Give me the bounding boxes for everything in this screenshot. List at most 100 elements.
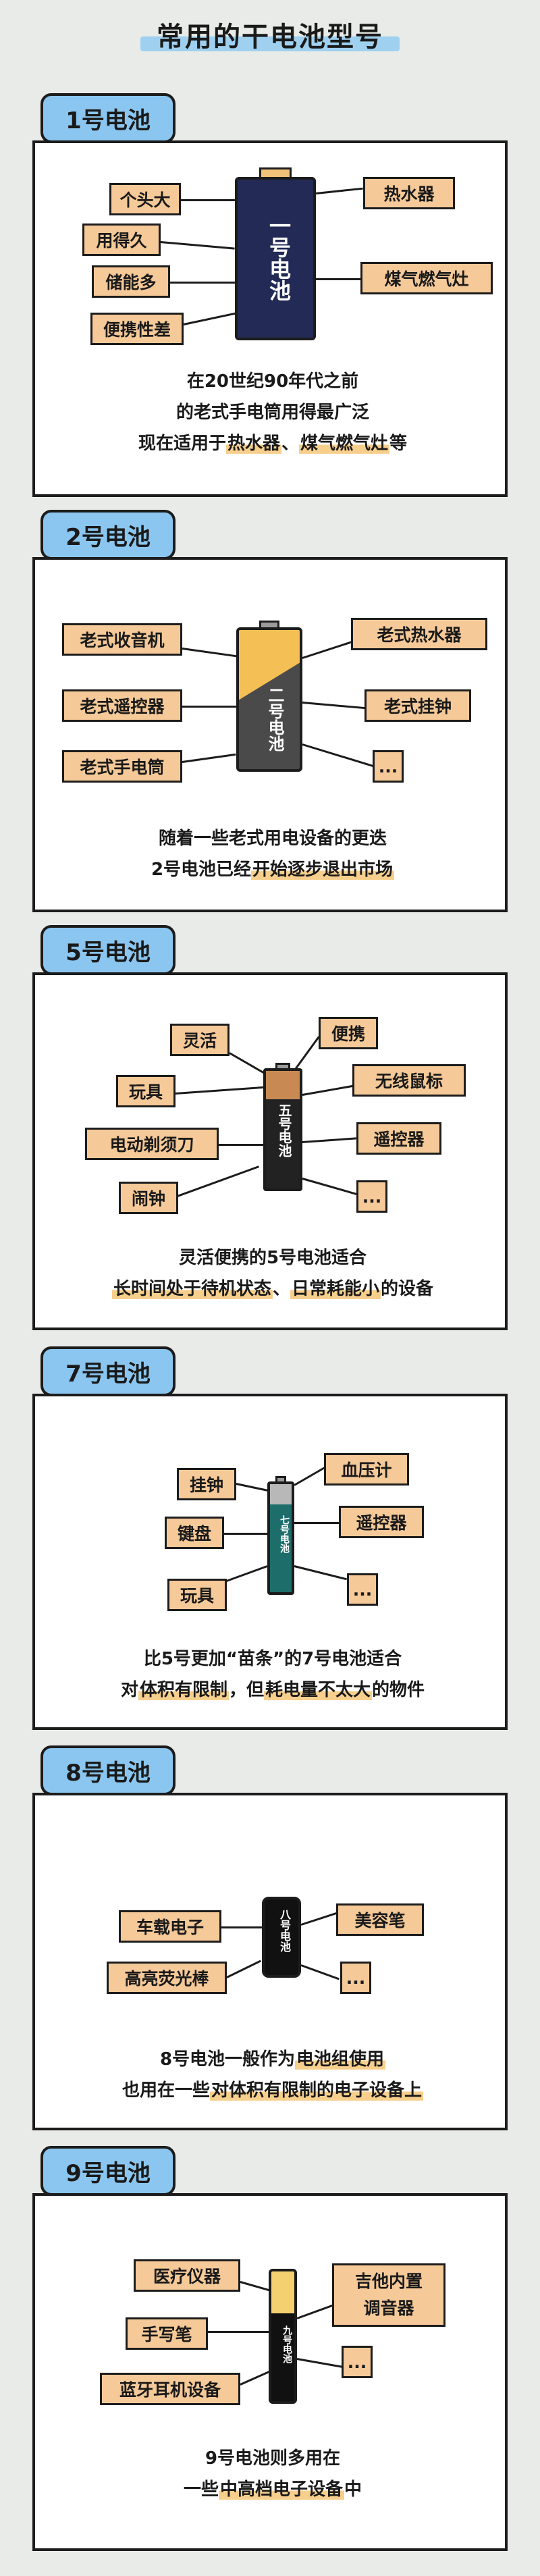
desc-line: 的老式手电筒用得最广泛 bbox=[176, 402, 369, 423]
usage-tag: 键盘 bbox=[165, 1517, 224, 1549]
connector-line bbox=[236, 1483, 270, 1492]
section-badge: 5号电池 bbox=[40, 925, 176, 975]
section-battery-2: 2号电池 二号电池 老式收音机 老式遥控器 老式手电筒 老式热水器 老式挂钟 .… bbox=[0, 510, 540, 912]
connector-line bbox=[302, 743, 378, 768]
badge-label: 9号电池 bbox=[65, 2159, 151, 2187]
desc-line: 在20世纪90年代之前 bbox=[186, 371, 359, 392]
desc-line: 长时间处于待机状态、日常耗能小的设备 bbox=[35, 1273, 510, 1305]
connector-line bbox=[219, 1144, 263, 1146]
desc-text: 、 bbox=[281, 433, 299, 454]
connector-line bbox=[316, 278, 360, 280]
desc-highlight: 体积有限制 bbox=[138, 1680, 229, 1700]
desc-text: 也用在一些 bbox=[122, 2080, 210, 2101]
desc-highlight: 煤气燃气灶 bbox=[299, 433, 390, 454]
usage-tag: 血压计 bbox=[324, 1453, 409, 1486]
connector-line bbox=[294, 1565, 347, 1581]
usage-tag: 医疗仪器 bbox=[134, 2259, 240, 2292]
desc-line: 2号电池已经开始逐步退出市场 bbox=[35, 854, 510, 885]
usage-tag: 热水器 bbox=[363, 177, 455, 209]
usage-tag: 手写笔 bbox=[126, 2317, 208, 2350]
usage-tag: 老式手电筒 bbox=[62, 750, 182, 783]
more-tag: ... bbox=[347, 1573, 378, 1606]
usage-tag: 无线鼠标 bbox=[352, 1064, 466, 1097]
connector-line bbox=[300, 1911, 340, 1926]
connector-line bbox=[160, 241, 235, 250]
section-badge: 1号电池 bbox=[40, 93, 176, 143]
desc-highlight: 长时间处于待机状态 bbox=[111, 1279, 273, 1299]
description: 8号电池一般作为电池组使用 也用在一些对体积有限制的电子设备上 bbox=[35, 2044, 510, 2106]
connector-line bbox=[181, 199, 235, 201]
desc-highlight: 开始逐步退出市场 bbox=[251, 860, 395, 880]
battery-aaaaa-image: 九号电池 bbox=[269, 2269, 297, 2404]
section-battery-9: 9号电池 九号电池 医疗仪器 手写笔 蓝牙耳机设备 吉他内置调音器 ... 9号… bbox=[0, 2146, 540, 2551]
description: 比5号更加“苗条”的7号电池适合 对体积有限制，但耗电量不太大的物件 bbox=[35, 1644, 510, 1706]
page-header: 常用的干电池型号 bbox=[0, 9, 540, 57]
connector-line bbox=[169, 1165, 260, 1200]
usage-tag: 闹钟 bbox=[119, 1182, 178, 1214]
battery-label: 五号电池 bbox=[276, 1103, 292, 1157]
connector-line bbox=[229, 1052, 265, 1074]
section-card: 二号电池 老式收音机 老式遥控器 老式手电筒 老式热水器 老式挂钟 ... 随着… bbox=[32, 557, 508, 912]
more-tag: ... bbox=[356, 1180, 387, 1213]
badge-label: 8号电池 bbox=[65, 1759, 151, 1787]
section-badge: 2号电池 bbox=[40, 510, 176, 560]
desc-line: 8号电池一般作为电池组使用 bbox=[35, 2044, 510, 2075]
section-card: 七号电池 挂钟 键盘 玩具 血压计 遥控器 ... 比5号更加“苗条”的7号电池… bbox=[32, 1394, 508, 1730]
section-battery-1: 1号电池 一号电池 个头大 用得久 储能多 便携性差 热水器 煤气燃气灶 在20… bbox=[0, 93, 540, 497]
usage-tag: 遥控器 bbox=[356, 1122, 441, 1155]
desc-highlight: 日常耗能小 bbox=[290, 1279, 381, 1299]
battery-label: 八号电池 bbox=[278, 1909, 291, 1952]
battery-c-image: 二号电池 bbox=[236, 621, 302, 772]
title-highlight bbox=[140, 36, 400, 51]
section-card: 八号电池 车载电子 高亮荧光棒 美容笔 ... 8号电池一般作为电池组使用 也用… bbox=[32, 1793, 508, 2130]
feature-tag: 个头大 bbox=[109, 183, 181, 215]
usage-tag: 高亮荧光棒 bbox=[107, 1962, 227, 1994]
more-tag: ... bbox=[373, 750, 404, 783]
battery-d-image: 一号电池 bbox=[235, 167, 316, 340]
desc-text: 的设备 bbox=[381, 1279, 434, 1299]
desc-highlight: 中高档电子设备 bbox=[218, 2479, 344, 2500]
connector-line bbox=[302, 1137, 356, 1143]
feature-tag: 便携性差 bbox=[90, 313, 184, 345]
connector-line bbox=[182, 648, 239, 658]
feature-tag: 灵活 bbox=[170, 1024, 230, 1056]
section-card: 五号电池 灵活 玩具 电动剃须刀 闹钟 便携 无线鼠标 遥控器 ... 灵活便携… bbox=[32, 972, 508, 1330]
usage-tag: 煤气燃气灶 bbox=[360, 262, 493, 294]
usage-tag: 老式遥控器 bbox=[62, 689, 182, 722]
badge-label: 1号电池 bbox=[65, 107, 151, 134]
usage-tag: 玩具 bbox=[116, 1075, 176, 1107]
connector-line bbox=[294, 1522, 346, 1524]
more-tag: ... bbox=[340, 1962, 371, 1994]
tag-text: 吉他内置调音器 bbox=[355, 2271, 423, 2318]
desc-highlight: 耗电量不太大 bbox=[264, 1680, 373, 1700]
section-badge: 8号电池 bbox=[40, 1745, 176, 1795]
usage-tag: 遥控器 bbox=[339, 1506, 424, 1538]
connector-line bbox=[315, 187, 363, 194]
desc-text: 中 bbox=[344, 2479, 362, 2500]
desc-line: 随着一些老式用电设备的更迭 bbox=[158, 829, 387, 849]
desc-line: 对体积有限制，但耗电量不太大的物件 bbox=[35, 1675, 510, 1706]
desc-text: 、 bbox=[272, 1279, 290, 1299]
desc-line: 现在适用于热水器、煤气燃气灶等 bbox=[35, 428, 510, 459]
more-tag: ... bbox=[342, 2346, 373, 2378]
desc-text: 一些 bbox=[183, 2479, 219, 2500]
connector-line bbox=[182, 706, 236, 708]
connector-line bbox=[222, 1565, 268, 1583]
feature-tag: 储能多 bbox=[92, 265, 170, 298]
section-battery-8: 8号电池 八号电池 车载电子 高亮荧光棒 美容笔 ... 8号电池一般作为电池组… bbox=[0, 1745, 540, 2130]
usage-tag: 玩具 bbox=[167, 1579, 227, 1611]
section-card: 九号电池 医疗仪器 手写笔 蓝牙耳机设备 吉他内置调音器 ... 9号电池则多用… bbox=[32, 2193, 508, 2551]
connector-line bbox=[240, 2370, 271, 2386]
connector-line bbox=[183, 311, 238, 325]
section-badge: 9号电池 bbox=[40, 2146, 176, 2196]
section-battery-7: 7号电池 七号电池 挂钟 键盘 玩具 血压计 遥控器 ... 比5号更加“苗条”… bbox=[0, 1346, 540, 1730]
section-badge: 7号电池 bbox=[40, 1346, 176, 1396]
desc-line: 一些中高档电子设备中 bbox=[35, 2474, 510, 2505]
connector-line bbox=[175, 1086, 265, 1095]
description: 9号电池则多用在 一些中高档电子设备中 bbox=[35, 2443, 510, 2505]
badge-label: 5号电池 bbox=[65, 939, 151, 966]
battery-label: 二号电池 bbox=[265, 687, 284, 752]
section-card: 一号电池 个头大 用得久 储能多 便携性差 热水器 煤气燃气灶 在20世纪90年… bbox=[32, 140, 508, 497]
battery-label: 七号电池 bbox=[279, 1515, 290, 1553]
description: 随着一些老式用电设备的更迭 2号电池已经开始逐步退出市场 bbox=[35, 823, 510, 885]
